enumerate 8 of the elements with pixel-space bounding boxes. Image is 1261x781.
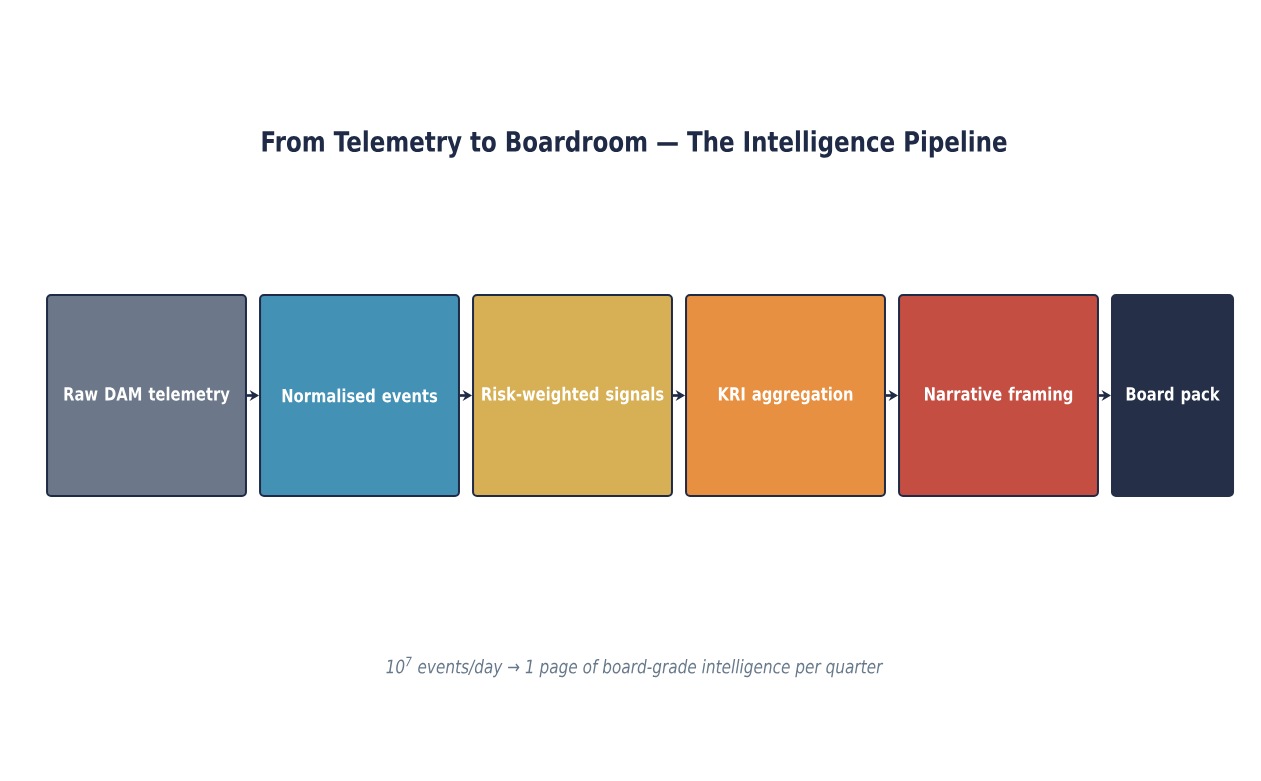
caption: 10$^{7}$ events/day → 1 page of board-grade intelligence per quarter [386, 656, 884, 678]
process-box: KRI aggregation [685, 293, 886, 498]
process-box: Risk-weighted signals [472, 293, 673, 498]
title: From Telemetry to Boardroom — The Intelligence Pipeline [262, 130, 1007, 158]
process-box: Normalised events [259, 293, 460, 498]
process-box: Raw DAM telemetry [46, 293, 247, 498]
process-box: Narrative framing [898, 293, 1099, 498]
process-box: Board pack [1110, 293, 1235, 498]
